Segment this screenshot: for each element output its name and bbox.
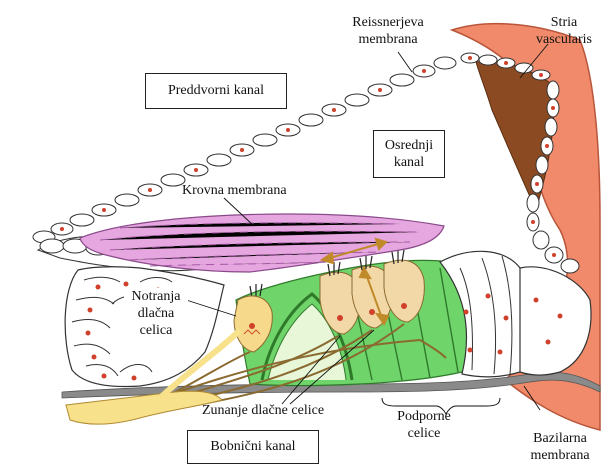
ihc-nucleus [249,323,255,329]
label-zunanje-dlacne-celice: Zunanje dlačne celice [202,402,324,419]
label-krovna-membrana: Krovna membrana [182,182,287,199]
label-bobnicni-kanal: Bobnični kanal [187,430,319,464]
label-preddvorni-kanal: Preddvorni kanal [145,73,287,109]
